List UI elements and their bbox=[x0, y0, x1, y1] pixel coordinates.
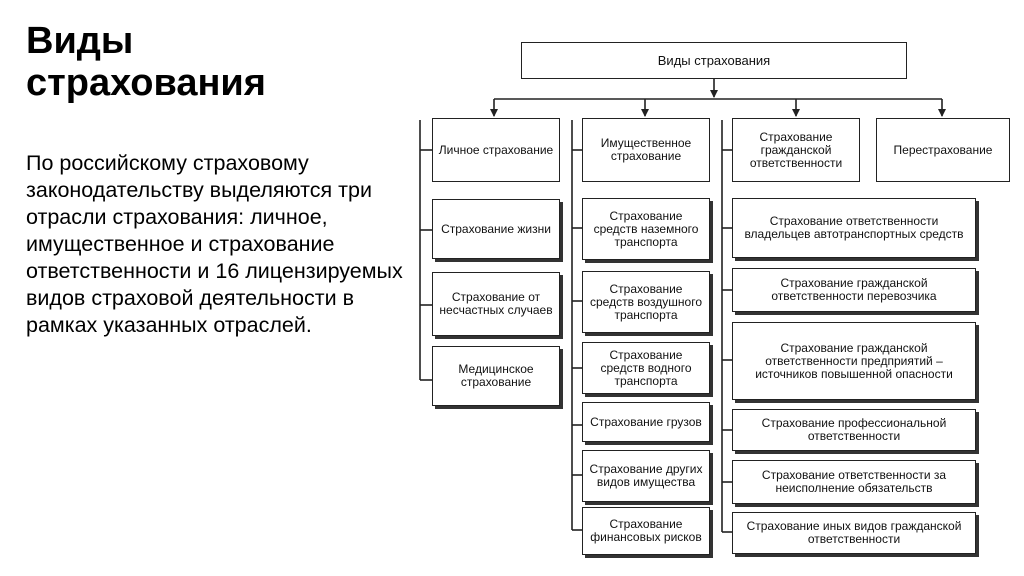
liability-item: Страхование иных видов гражданской ответ… bbox=[732, 512, 976, 554]
personal-item: Страхование от несчастных случаев bbox=[432, 272, 560, 336]
liability-item: Страхование ответственности владельцев а… bbox=[732, 198, 976, 258]
slide-title: Виды страхования bbox=[26, 20, 266, 104]
personal-item: Страхование жизни bbox=[432, 199, 560, 259]
category-personal: Личное страхование bbox=[432, 118, 560, 182]
property-item: Страхование средств наземного транспорта bbox=[582, 198, 710, 260]
liability-item: Страхование гражданской ответственности … bbox=[732, 322, 976, 400]
category-liability: Страхование гражданской ответственности bbox=[732, 118, 860, 182]
category-reinsurance: Перестрахование bbox=[876, 118, 1010, 182]
property-item: Страхование средств воздушного транспорт… bbox=[582, 271, 710, 333]
property-item: Страхование грузов bbox=[582, 402, 710, 442]
slide-body-text: По российскому страховому законодательст… bbox=[26, 151, 403, 337]
property-item: Страхование средств водного транспорта bbox=[582, 342, 710, 394]
category-property: Имущественное страхование bbox=[582, 118, 710, 182]
liability-item: Страхование гражданской ответственности … bbox=[732, 268, 976, 312]
liability-item: Страхование ответственности за неисполне… bbox=[732, 460, 976, 504]
root-box: Виды страхования bbox=[521, 42, 907, 79]
property-item: Страхование других видов имущества bbox=[582, 450, 710, 502]
liability-item: Страхование профессиональной ответственн… bbox=[732, 409, 976, 451]
personal-item: Медицинское страхование bbox=[432, 346, 560, 406]
property-item: Страхование финансовых рисков bbox=[582, 507, 710, 555]
